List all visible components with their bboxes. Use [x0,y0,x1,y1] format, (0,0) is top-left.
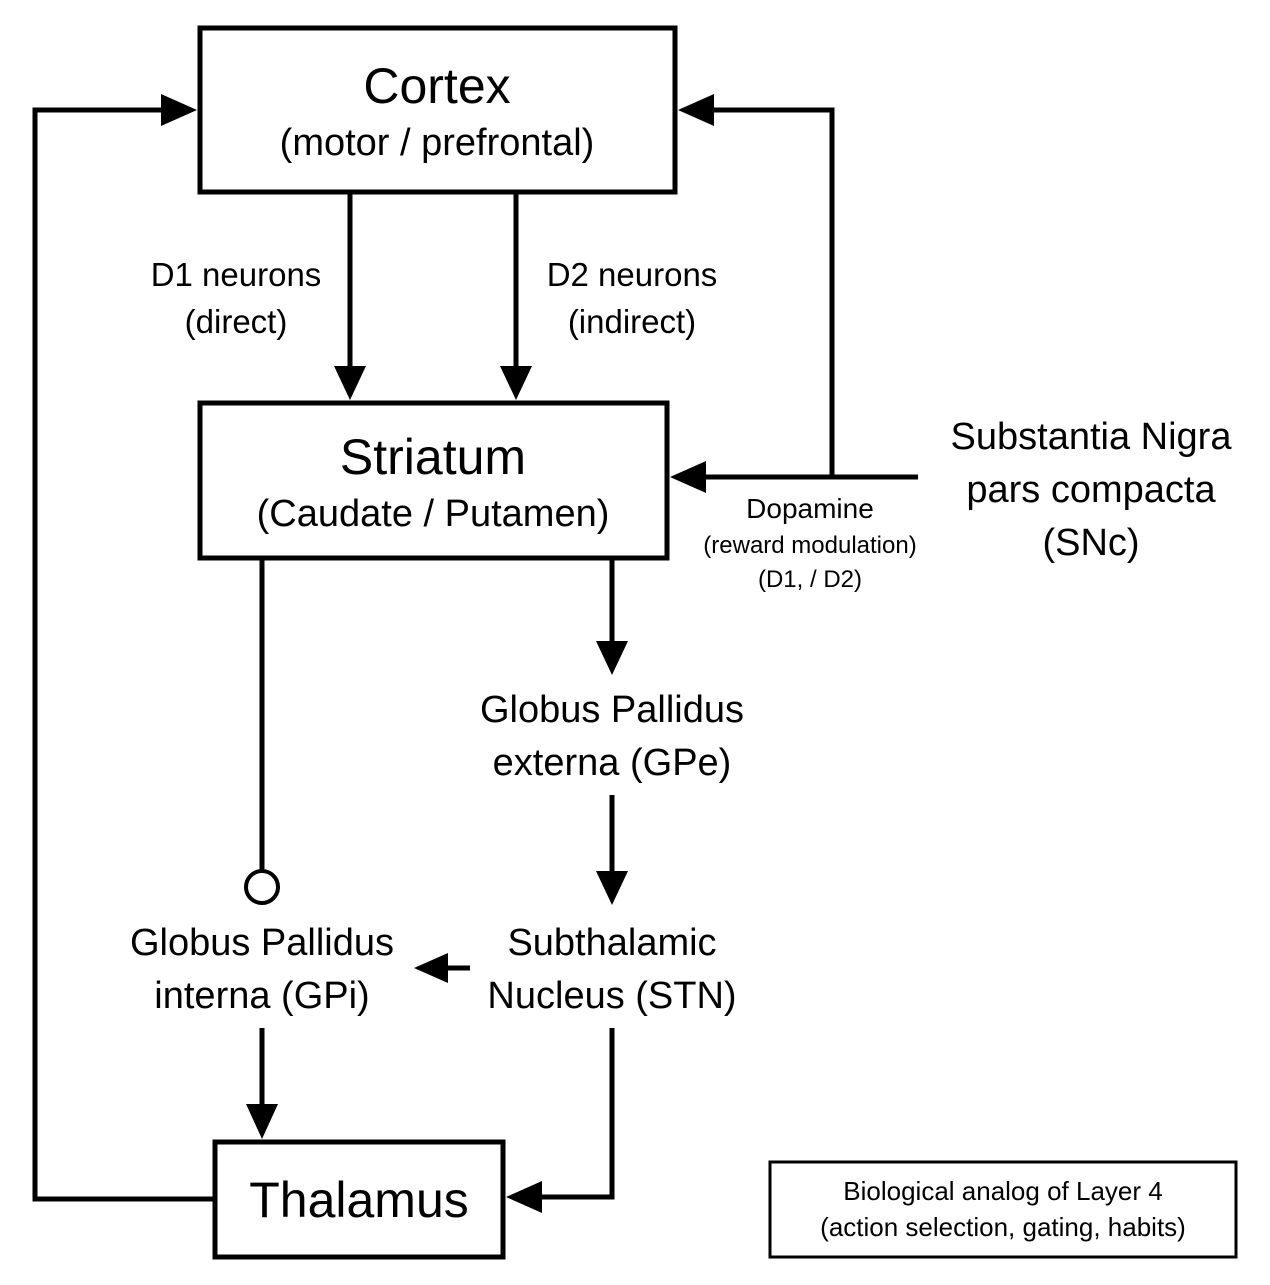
dopamine-label-line-2: (reward modulation) [703,532,916,559]
gpi-label-line-2: interna (GPi) [154,975,369,1017]
d2-label-line-1: D2 neurons [547,256,718,293]
stn-gpi-arrowhead [414,953,448,983]
stn-thalamus-edge [538,1028,615,1200]
d1-label-line-1: D1 neurons [151,256,322,293]
inhibitory-terminal [244,869,280,905]
d2-arrowhead [500,366,532,400]
cortex-subtitle: (motor / prefrontal) [280,122,595,164]
gpe-label-line-2: externa (GPe) [493,742,732,784]
caption-line-2: (action selection, gating, habits) [820,1212,1186,1242]
snc-cortex-edge [710,107,835,477]
striatum-box [197,400,670,561]
cortex-box [197,25,678,195]
d1-arrowhead [334,366,366,400]
thalamus-box [212,1139,506,1260]
dopamine-arrowhead [670,461,706,493]
dopamine-label-line-3: (D1, / D2) [758,566,862,593]
snc-label-line-1: Substantia Nigra [951,416,1233,458]
striatum-title: Striatum [340,429,526,485]
thalamus-cortex-edge [32,107,215,1202]
striatum-gpe-arrowhead [596,641,628,675]
d1-label-line-2: (direct) [185,303,288,340]
stn-label-line-2: Nucleus (STN) [487,975,736,1017]
stn-thalamus-arrowhead [506,1181,542,1213]
gpi-thalamus-arrowhead [246,1104,278,1139]
caption-box [768,1160,1238,1259]
cortex-title: Cortex [363,58,510,114]
d2-label-line-2: (indirect) [568,303,696,340]
thalamus-title: Thalamus [249,1172,469,1228]
gpe-label-line-1: Globus Pallidus [480,689,744,731]
dopamine-label-line-1: Dopamine [746,493,874,524]
striatum-subtitle: (Caudate / Putamen) [257,493,610,535]
gpi-label-line-1: Globus Pallidus [130,922,394,964]
gpe-stn-arrowhead [596,871,628,905]
snc-label-line-2: pars compacta [966,469,1216,511]
snc-label-line-3: (SNc) [1042,522,1139,564]
snc-cortex-arrowhead [678,94,714,126]
caption-line-1: Biological analog of Layer 4 [843,1176,1162,1206]
stn-label-line-1: Subthalamic [507,922,716,964]
thalamus-cortex-arrowhead [161,94,197,126]
